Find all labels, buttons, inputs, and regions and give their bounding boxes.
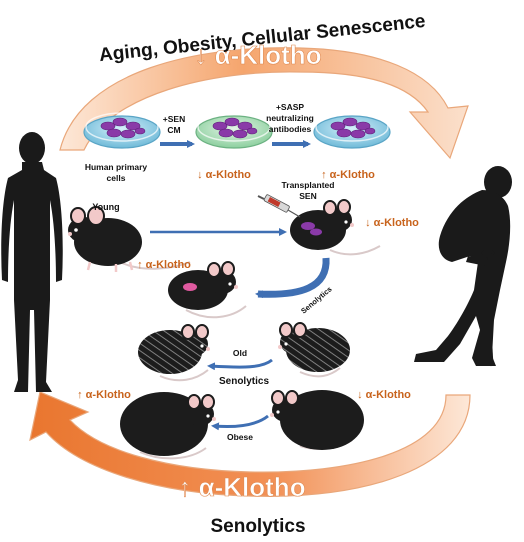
- right-result: ↓ α-Klotho: [357, 389, 411, 401]
- senolytics-center-label: Senolytics: [219, 376, 269, 387]
- young-label: Young: [92, 202, 119, 212]
- transplant-label-line1: Transplanted: [282, 180, 335, 190]
- cleared-mouse: [168, 261, 247, 319]
- old-person-silhouette: [414, 166, 512, 366]
- old-mouse-right: [278, 322, 350, 378]
- old-mouse-left: [138, 324, 210, 382]
- dish1-label-line2: cells: [107, 173, 126, 183]
- step1-label-line1: +SEN: [163, 114, 185, 124]
- petri-dish-2: [195, 112, 273, 149]
- transplant-label-line2: SEN: [299, 191, 316, 201]
- young-mouse: [68, 206, 191, 272]
- young-result: ↑ α-Klotho: [137, 259, 191, 271]
- obese-mouse-right: [270, 390, 364, 450]
- dish2-result: ↓ α-Klotho: [197, 169, 251, 181]
- step2-label-line1: +SASP: [276, 102, 304, 112]
- dish1-label-line1: Human primary: [85, 162, 148, 172]
- cane-handle: [480, 248, 496, 255]
- young-person-silhouette: [1, 132, 63, 392]
- transplanted-mouse: [290, 199, 381, 256]
- walking-cane: [484, 257, 494, 367]
- step1-label-line2: CM: [167, 125, 180, 135]
- arrow-obese: [211, 414, 269, 431]
- arrow-old: [207, 358, 273, 371]
- old-label: Old: [233, 348, 247, 358]
- top-cycle-arrow: [59, 47, 469, 160]
- step2-label-line3: antibodies: [269, 124, 312, 134]
- dish3-result: ↑ α-Klotho: [321, 169, 375, 181]
- obese-label: Obese: [227, 432, 253, 442]
- petri-dish-1: [83, 112, 161, 149]
- top-arrow-label: ↓ α-Klotho: [194, 40, 321, 70]
- obese-mouse-left: [120, 392, 216, 460]
- petri-dish-3: [313, 112, 391, 149]
- bottom-cycle-arrow: [29, 391, 471, 497]
- footer-title: Senolytics: [210, 516, 305, 537]
- syringe-icon: [257, 194, 301, 218]
- step2-label-line2: neutralizing: [266, 113, 314, 123]
- senolytics-curve-arrow: [255, 257, 330, 299]
- bottom-arrow-label: ↑ α-Klotho: [178, 472, 305, 502]
- left-result: ↑ α-Klotho: [77, 389, 131, 401]
- transplant-result: ↓ α-Klotho: [365, 217, 419, 229]
